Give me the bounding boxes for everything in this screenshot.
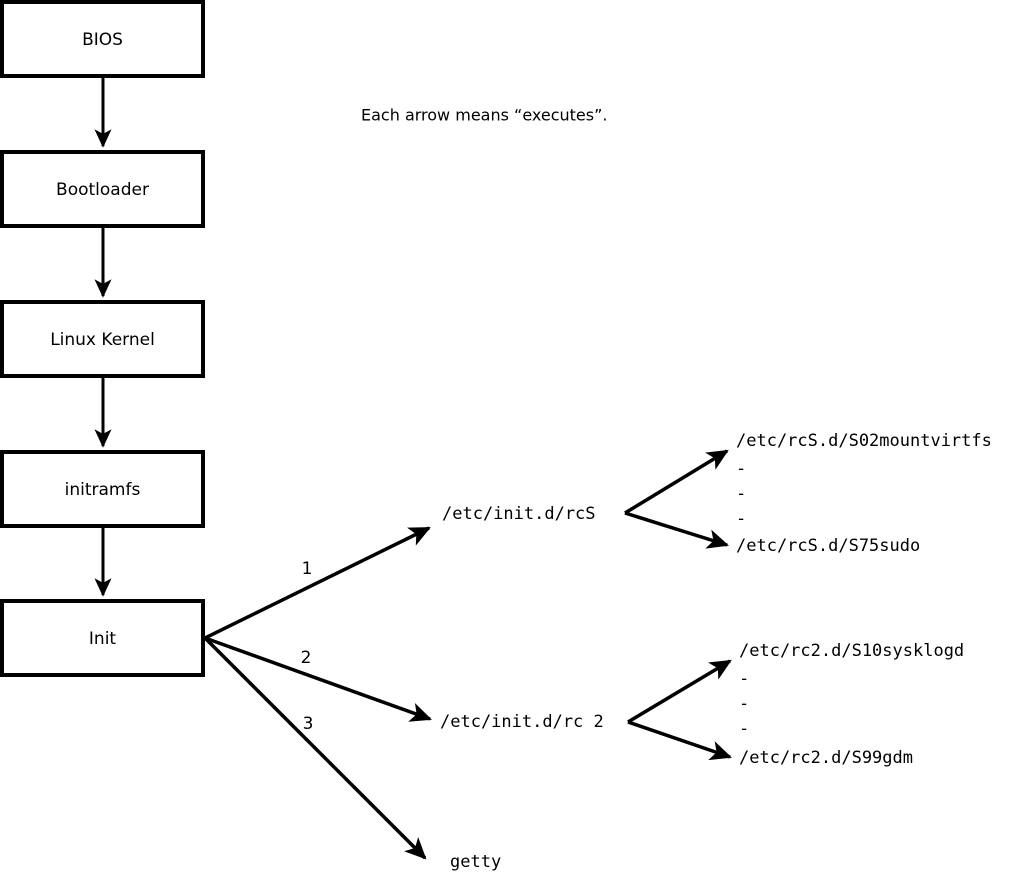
box-init-rect: [0, 599, 205, 677]
rc2-ellipsis-dash-2: -: [739, 694, 749, 714]
node-rc2-label: /etc/init.d/rc 2: [440, 712, 604, 732]
box-bootloader-label: Bootloader: [56, 180, 149, 200]
rcs-script-last: /etc/rcS.d/S75sudo: [736, 536, 920, 556]
rcs-ellipsis-dash-1: -: [736, 459, 746, 479]
rc2-script-first: /etc/rc2.d/S10sysklogd: [739, 641, 964, 661]
rcs-ellipsis-dash-3: -: [736, 509, 746, 529]
box-bios[interactable]: BIOS: [0, 0, 205, 78]
arrow-init-to-rc2: [204, 636, 432, 722]
box-kernel[interactable]: Linux Kernel: [0, 300, 205, 378]
arrow-rc2-to-last-script: [627, 720, 732, 761]
arrow-rcs-to-last-script: [624, 511, 730, 549]
box-init[interactable]: Init: [0, 599, 205, 677]
box-init-label: Init: [89, 629, 117, 649]
arrow-rcs-to-first-script: [624, 449, 729, 515]
branch-number-3: 3: [303, 714, 314, 734]
arrow-rc2-to-first-script: [627, 659, 732, 724]
box-bios-label: BIOS: [82, 30, 123, 50]
arrow-init-to-getty: [203, 636, 427, 860]
box-bios-rect: [0, 0, 205, 78]
box-bootloader[interactable]: Bootloader: [0, 150, 205, 228]
box-initramfs[interactable]: initramfs: [0, 450, 205, 528]
arrow-init-to-rcs: [204, 526, 431, 640]
diagram-caption: Each arrow means “executes”.: [361, 106, 607, 125]
rcs-script-first: /etc/rcS.d/S02mountvirtfs: [736, 431, 992, 451]
branch-number-2: 2: [301, 648, 312, 668]
branch-number-1: 1: [302, 559, 313, 579]
rc2-ellipsis-dash-3: -: [739, 719, 749, 739]
rcs-ellipsis-dash-2: -: [736, 484, 746, 504]
box-kernel-label: Linux Kernel: [50, 330, 155, 350]
node-rcs-label: /etc/init.d/rcS: [442, 504, 596, 524]
rc2-ellipsis-dash-1: -: [739, 669, 749, 689]
node-getty-label: getty: [450, 852, 501, 872]
rc2-script-last: /etc/rc2.d/S99gdm: [739, 748, 913, 768]
box-initramfs-rect: [0, 450, 205, 528]
box-initramfs-label: initramfs: [65, 480, 141, 500]
